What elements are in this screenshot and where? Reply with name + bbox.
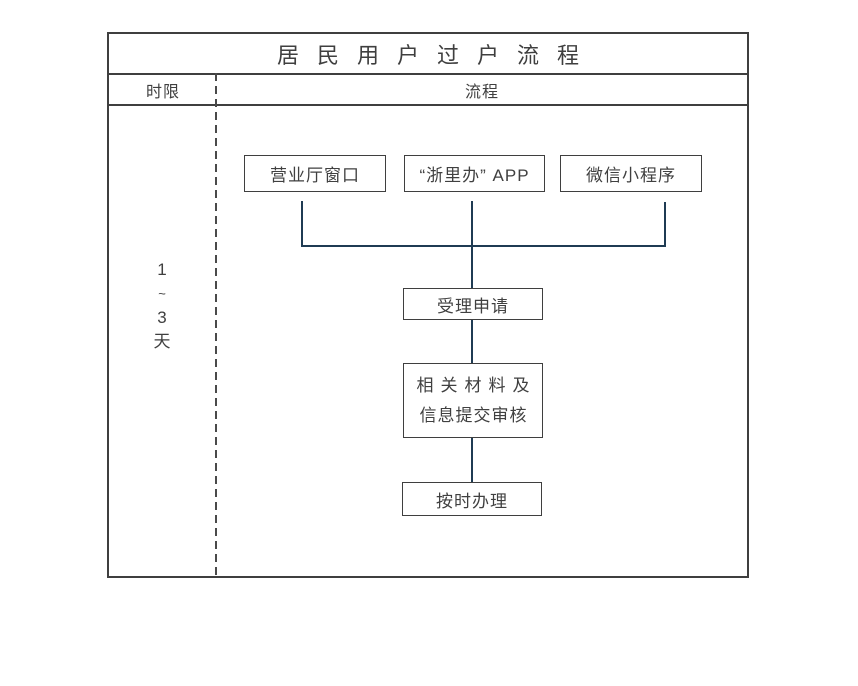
header-row: 时限 流程 bbox=[109, 75, 747, 106]
header-cell-time-limit: 时限 bbox=[145, 83, 180, 101]
connector-line-accept-to-materials bbox=[471, 320, 473, 363]
flow-node-wechat-mini-program: 微信小程序 bbox=[560, 155, 702, 192]
connector-line-vertical-middle bbox=[471, 201, 473, 288]
connector-line-vertical-right bbox=[664, 202, 666, 246]
time-limit-line: 天 bbox=[153, 332, 171, 351]
materials-review-line2: 信息提交审核 bbox=[419, 405, 528, 425]
flow-node-handle-on-time: 按时办理 bbox=[402, 482, 542, 516]
materials-review-line1: 相关材料及 bbox=[416, 375, 537, 395]
connector-line-materials-to-handle bbox=[471, 437, 473, 482]
header-cell-process: 流程 bbox=[464, 83, 499, 101]
flow-node-accept-application: 受理申请 bbox=[403, 288, 543, 320]
page-title: 居民用户过户流程 bbox=[276, 42, 597, 68]
time-limit-value: 1 ~ 3 天 bbox=[132, 258, 192, 354]
connector-line-vertical-left bbox=[301, 201, 303, 246]
time-limit-line: 1 bbox=[157, 260, 167, 279]
time-limit-line: 3 bbox=[157, 308, 167, 327]
connector-line-horizontal-merge bbox=[301, 245, 666, 247]
flow-node-hall-window: 营业厅窗口 bbox=[244, 155, 386, 192]
column-divider-dashed-line bbox=[215, 73, 217, 576]
flow-node-materials-review: 相关材料及 信息提交审核 bbox=[403, 363, 543, 438]
flow-node-zheliban-app: “浙里办” APP bbox=[404, 155, 545, 192]
time-limit-line: ~ bbox=[158, 286, 166, 301]
title-row: 居民用户过户流程 bbox=[109, 34, 747, 75]
